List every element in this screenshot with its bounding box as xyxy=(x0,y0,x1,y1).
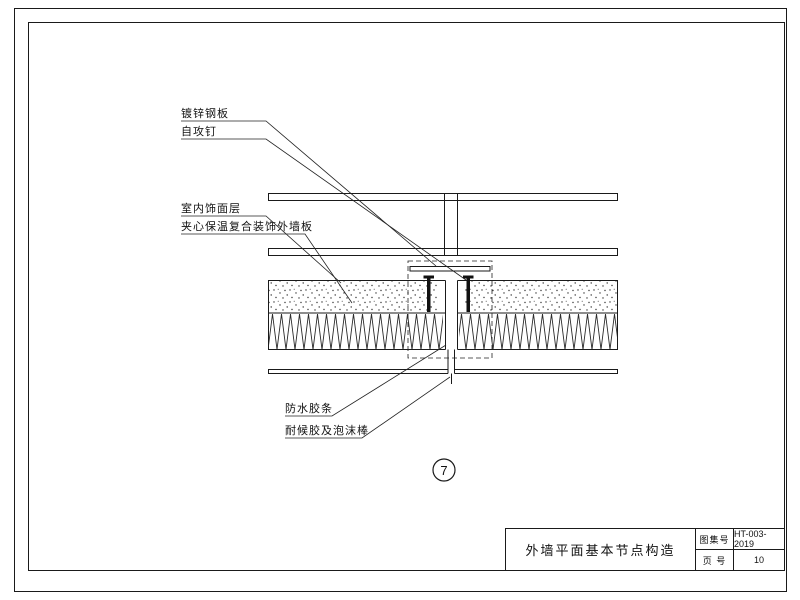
bottom-end-caps xyxy=(268,369,618,374)
sheet-inner-border xyxy=(28,22,785,571)
leader-lines xyxy=(181,120,467,439)
furring-end-caps xyxy=(268,193,618,256)
atlas-no-value: HT-003-2019 xyxy=(734,529,784,550)
bottom-joint-lines xyxy=(447,349,455,384)
leader-sandwich-panel xyxy=(181,233,353,304)
page-no-value: 10 xyxy=(753,555,764,565)
concrete-hatch-right xyxy=(465,281,618,313)
screw-right-head xyxy=(463,275,474,279)
leader-waterproof-strip xyxy=(285,344,447,417)
label-self-tapping-screw: 自攻钉 xyxy=(181,126,217,138)
detail-bubble: 7 xyxy=(432,458,456,482)
leader-weather-sealant xyxy=(285,376,451,439)
bottom-face-lines xyxy=(268,369,618,374)
concrete-hatch-left xyxy=(268,281,438,313)
label-interior-finish-layer: 室内饰面层 xyxy=(181,203,241,215)
label-waterproof-rubber-strip: 防水胶条 xyxy=(285,403,333,415)
stud-joint-lines xyxy=(444,193,458,256)
screw-left xyxy=(427,277,431,312)
leader-interior-finish xyxy=(181,215,342,284)
atlas-no-label: 图集号 xyxy=(696,529,734,550)
label-sandwich-insulated-panel: 夹心保温复合装饰外墙板 xyxy=(181,221,313,233)
drawing-title: 外墙平面基本节点构造 xyxy=(506,529,696,570)
page-no-label: 页 号 xyxy=(696,550,734,570)
panel-end-caps xyxy=(268,280,618,350)
detail-dashed-box xyxy=(407,260,493,359)
insulation-hatch-left xyxy=(268,313,443,350)
screw-right xyxy=(466,277,470,312)
panel-joint-lines xyxy=(445,280,458,350)
leader-galvanized-plate xyxy=(181,120,437,267)
screw-left-head xyxy=(423,275,434,279)
screws xyxy=(423,275,474,312)
detail-number: 7 xyxy=(440,463,447,478)
title-block-grid: 图集号 HT-003-2019 页 号 10 xyxy=(696,529,784,570)
leader-screw xyxy=(181,138,467,281)
label-weather-sealant-foam-rod: 耐候胶及泡沫棒 xyxy=(285,425,369,437)
sheet-outer-border xyxy=(14,8,787,592)
wall-layer-lines xyxy=(268,193,618,384)
label-galvanized-steel-plate: 镀锌钢板 xyxy=(181,108,229,120)
title-block: 外墙平面基本节点构造 图集号 HT-003-2019 页 号 10 xyxy=(505,528,785,571)
second-furring-lines xyxy=(268,248,618,256)
insulation-hatch-right xyxy=(459,313,618,350)
detail-bubble-circle xyxy=(432,458,456,482)
top-furring-lines xyxy=(268,193,618,201)
